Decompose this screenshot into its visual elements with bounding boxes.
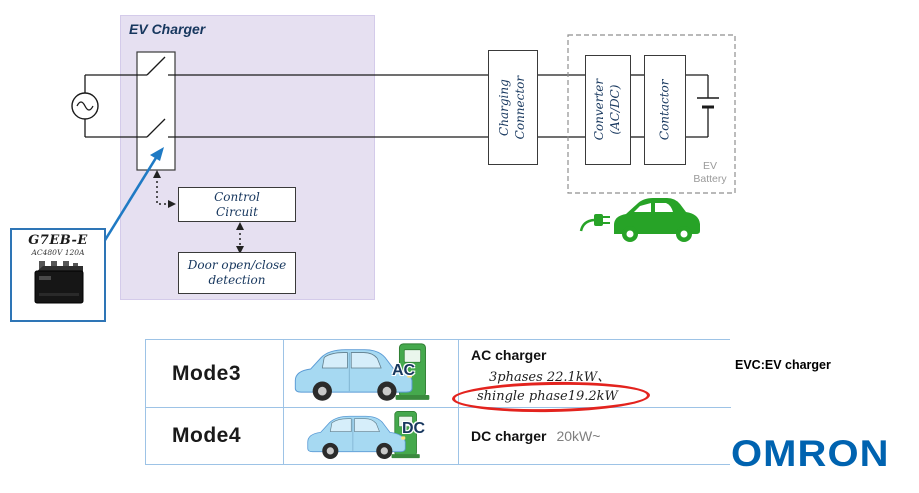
control-circuit-box: Control Circuit (178, 187, 296, 222)
door-detection-label: Door open/close detection (187, 258, 287, 287)
contactor-box: Contactor (644, 55, 686, 165)
mode3-label: Mode3 (172, 361, 242, 385)
car-dc-icon (284, 409, 458, 462)
ev-charger-title: EV Charger (129, 21, 206, 37)
ac-spec-single-phase: shingle phase19.2kW (477, 389, 618, 404)
mode4-description-cell: DC charger 20kW~ (459, 408, 731, 464)
charging-modes-table: Mode3 AC AC charger 3phases 22.1kW、 shin… (145, 339, 731, 465)
battery-icon (697, 97, 719, 109)
converter-label: Converter (AC/DC) (592, 79, 623, 141)
ac-spec-3phase: 3phases 22.1kW、 (489, 370, 611, 385)
ev-side-dashed-box (567, 34, 736, 194)
dotted-arrow-relay-control (153, 170, 176, 208)
mode3-car-cell: AC (284, 340, 459, 408)
relay-callout-box: G7EB-E AC480V 120A (10, 228, 106, 322)
charging-connector-box: Charging Connector (488, 50, 538, 165)
mode4-cell: Mode4 (146, 408, 284, 464)
mode3-description-cell: AC charger 3phases 22.1kW、 shingle phase… (459, 340, 731, 408)
contactor-label: Contactor (657, 79, 672, 141)
wires (84, 74, 709, 138)
ev-battery-label: EV Battery (693, 160, 727, 186)
mode3-cell: Mode3 (146, 340, 284, 408)
dc-charger-title: DC charger (471, 428, 547, 444)
charging-connector-label: Charging Connector (497, 75, 527, 140)
evc-note: EVC:EV charger (735, 358, 831, 372)
dotted-arrow-control-door (236, 222, 244, 254)
mode4-label: Mode4 (172, 424, 242, 447)
ac-badge: AC (392, 362, 416, 379)
door-detection-box: Door open/close detection (178, 252, 296, 294)
ac-source-icon (71, 92, 99, 120)
switch-icon (146, 56, 166, 138)
converter-box: Converter (AC/DC) (585, 55, 631, 165)
ev-car-icon (579, 198, 700, 242)
relay-model: G7EB-E (28, 233, 88, 248)
callout-line (100, 147, 164, 246)
ac-charger-title: AC charger (471, 347, 547, 363)
dc-badge: DC (402, 420, 426, 437)
charging-plug-icon (579, 214, 610, 232)
relay-rating: AC480V 120A (31, 248, 85, 257)
relay-photo-icon (34, 261, 84, 304)
control-circuit-label: Control Circuit (214, 189, 260, 219)
relay-switch-box (136, 51, 176, 171)
dc-spec-power: 20kW~ (556, 428, 601, 444)
car-ac-icon (284, 341, 458, 405)
omron-logo: OMRON (731, 433, 890, 474)
mode4-car-cell: DC (284, 408, 459, 464)
